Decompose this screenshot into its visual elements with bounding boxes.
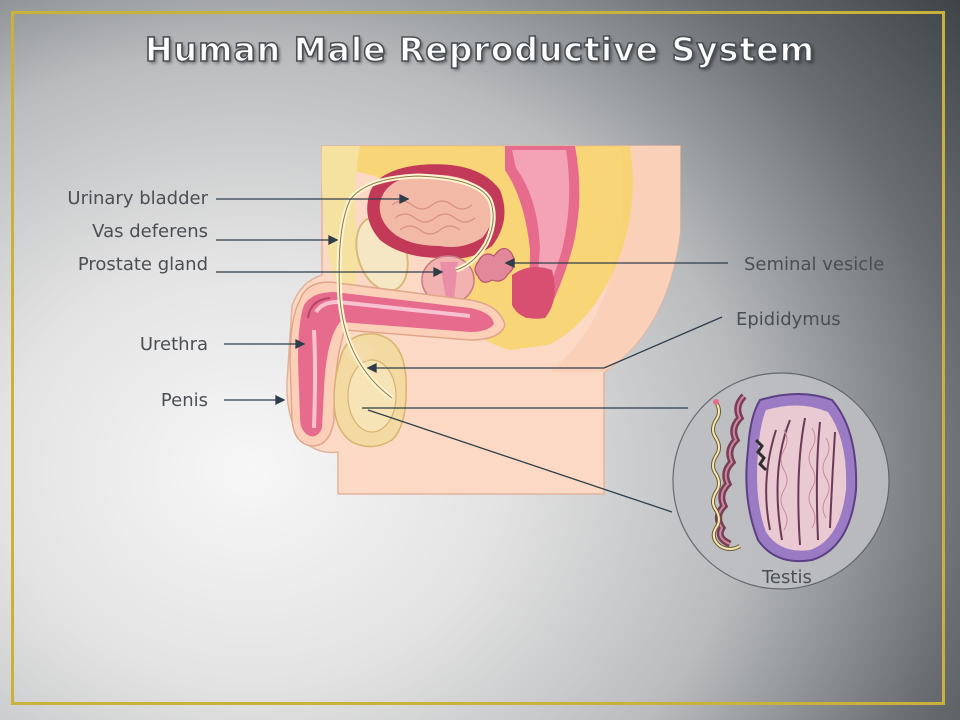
label-urinary-bladder: Urinary bladder bbox=[67, 188, 208, 209]
urinary-bladder-shape bbox=[367, 164, 505, 259]
label-urethra: Urethra bbox=[139, 334, 208, 355]
slide-title: Human Male Reproductive System bbox=[144, 29, 815, 70]
label-vas-deferens: Vas deferens bbox=[92, 221, 208, 242]
label-epididymus: Epididymus bbox=[736, 309, 841, 330]
testis-detail bbox=[672, 372, 890, 590]
label-prostate-gland: Prostate gland bbox=[77, 254, 208, 275]
label-penis: Penis bbox=[160, 390, 208, 411]
scrotum-shape bbox=[333, 333, 407, 448]
slide-border bbox=[11, 11, 945, 705]
pointer-lines bbox=[216, 193, 728, 513]
label-testis: Testis bbox=[762, 567, 812, 588]
label-seminal-vesicle: Seminal vesicle bbox=[744, 254, 885, 275]
seminal-vesicle-shape bbox=[474, 247, 515, 283]
